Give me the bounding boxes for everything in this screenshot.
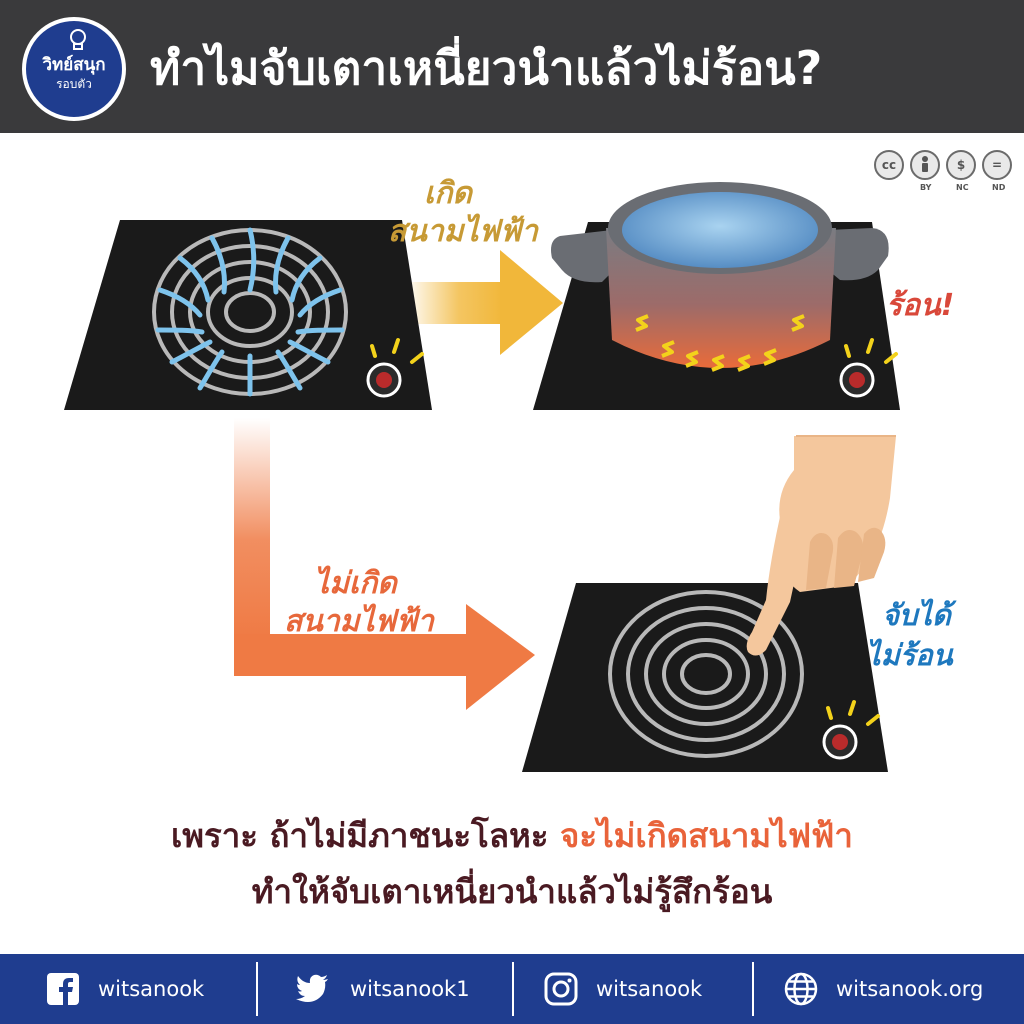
cc-label-by: BY [920,183,932,192]
label-field-no-line2: สนามไฟฟ้า [284,604,434,639]
arrow-electric-field-yes [405,250,563,355]
website-link[interactable]: witsanook.org [784,954,983,1024]
lightbulb-icon [70,29,86,50]
facebook-icon [47,973,79,1005]
logo-name: วิทย์สนุก [42,55,106,75]
water [622,192,818,268]
pot-handle-right [828,228,889,281]
page-title: ทำไมจับเตาเหนี่ยวนำแล้วไม่ร้อน? [150,41,823,95]
label-hot: ร้อน! [886,288,955,323]
logo-tagline: รอบตัว [56,77,92,91]
knob-glow-icon [370,338,424,364]
hand-pointing-icon [746,435,896,656]
footer-divider [256,962,258,1016]
caption-prefix: เพราะ ถ้าไม่มีภาชนะโลหะ [171,816,561,855]
nd-equals-icon: = [982,150,1012,180]
caption-line1: เพราะ ถ้าไม่มีภาชนะโลหะ จะไม่เกิดสนามไฟฟ… [0,812,1024,860]
brand-logo[interactable]: วิทย์สนุก รอบตัว [22,17,126,121]
twitter-handle: witsanook1 [350,977,470,1001]
social-footer: witsanook witsanook1 witsanook witsanook… [0,954,1024,1024]
label-field-no-line1: ไม่เกิด [314,566,397,601]
by-person-icon [910,150,940,180]
footer-divider [752,962,754,1016]
heat-spark-icon [635,314,805,372]
cc-label-nd: ND [992,183,1006,192]
cc-icon: cc [874,150,904,180]
globe-icon [784,972,818,1006]
stove-with-pot [533,182,900,410]
label-field-yes-line1: เกิด [424,176,472,211]
instagram-handle: witsanook [596,977,703,1001]
nc-dollar-icon: $ [946,150,976,180]
cc-label-nc: NC [956,183,969,192]
facebook-handle: witsanook [98,977,205,1001]
facebook-link[interactable]: witsanook [46,954,204,1024]
stove-with-field [64,220,432,410]
label-field-yes-line2: สนามไฟฟ้า [388,214,538,249]
label-touch-line1: จับได้ [882,598,951,632]
cc-license-badge: cc $ = BY NC ND [874,150,1012,194]
instagram-link[interactable]: witsanook [544,954,702,1024]
twitter-link[interactable]: witsanook1 [292,954,470,1024]
magnetic-field-lines [155,227,345,397]
header-bar: วิทย์สนุก รอบตัว ทำไมจับเตาเหนี่ยวนำแล้ว… [0,0,1024,133]
instagram-icon [544,972,578,1006]
arrow-electric-field-no [234,418,535,710]
caption-highlight: จะไม่เกิดสนามไฟฟ้า [560,816,853,855]
stove-with-finger [522,435,896,772]
website-url: witsanook.org [836,977,984,1001]
label-touch-line2: ไม่ร้อน [866,638,953,672]
caption-line2: ทำให้จับเตาเหนี่ยวนำแล้วไม่รู้สึกร้อน [251,872,773,911]
twitter-icon [296,974,328,1003]
pot-handle-left [551,230,614,283]
footer-divider [512,962,514,1016]
